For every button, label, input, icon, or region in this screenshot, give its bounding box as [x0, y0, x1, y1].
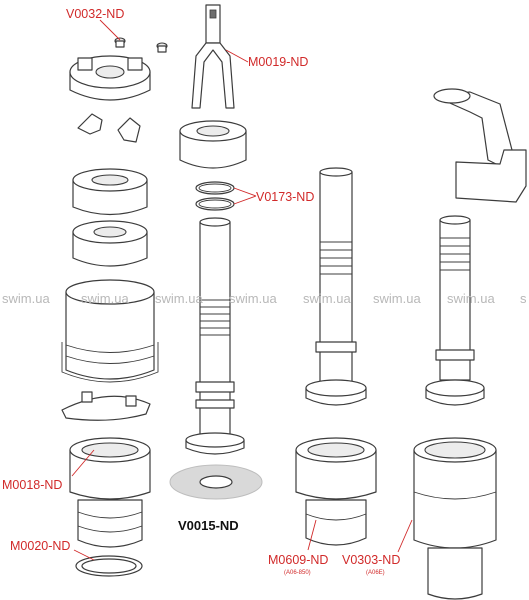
cylinder-housing	[61, 279, 159, 383]
ring-m0020	[75, 555, 143, 577]
watermark-row: swim.ua swim.ua swim.ua swim.ua swim.ua …	[2, 291, 527, 306]
label-v0173: V0173-ND	[256, 190, 314, 204]
cap-top	[69, 55, 151, 101]
screws-v0032	[114, 37, 168, 53]
watermark-text: swim.ua	[447, 291, 495, 306]
brackets	[77, 113, 141, 143]
leader-lines	[71, 19, 413, 561]
label-v0303: V0303-ND	[342, 553, 400, 567]
label-v0303-sub: (A06E)	[366, 570, 385, 576]
label-m0019: M0019-ND	[248, 55, 308, 69]
watermark-text: swim.ua	[373, 291, 421, 306]
ring-block	[179, 120, 247, 169]
watermark-text: swim.ua	[229, 291, 277, 306]
label-v0015: V0015-ND	[178, 518, 239, 533]
ring-upper	[72, 168, 148, 216]
cap-angled	[433, 88, 527, 203]
o-rings-v0173	[195, 181, 235, 211]
nozzle-m0609	[295, 437, 377, 546]
watermark-text: swim.ua	[2, 291, 50, 306]
label-v0032: V0032-ND	[66, 7, 124, 21]
tube-column-4	[425, 215, 485, 406]
watermark-text: swim.ua	[155, 291, 203, 306]
label-m0609: M0609-ND	[268, 553, 328, 567]
watermark-text: swim.ua	[303, 291, 351, 306]
tube-v0015	[185, 217, 245, 455]
watermark-text: s	[520, 291, 527, 306]
label-m0609-sub: (A06-850)	[284, 570, 311, 576]
label-m0018: M0018-ND	[2, 478, 62, 492]
label-m0020: M0020-ND	[10, 539, 70, 553]
nozzle-v0303	[413, 437, 497, 600]
ring-lower	[72, 220, 148, 267]
nozzle-body-m0018	[69, 437, 151, 548]
watermark-text: swim.ua	[81, 291, 129, 306]
fork-tool-m0019	[191, 4, 235, 109]
spring-plate	[61, 391, 151, 421]
washer-v0015	[169, 464, 263, 500]
tube-column-3	[305, 167, 367, 406]
